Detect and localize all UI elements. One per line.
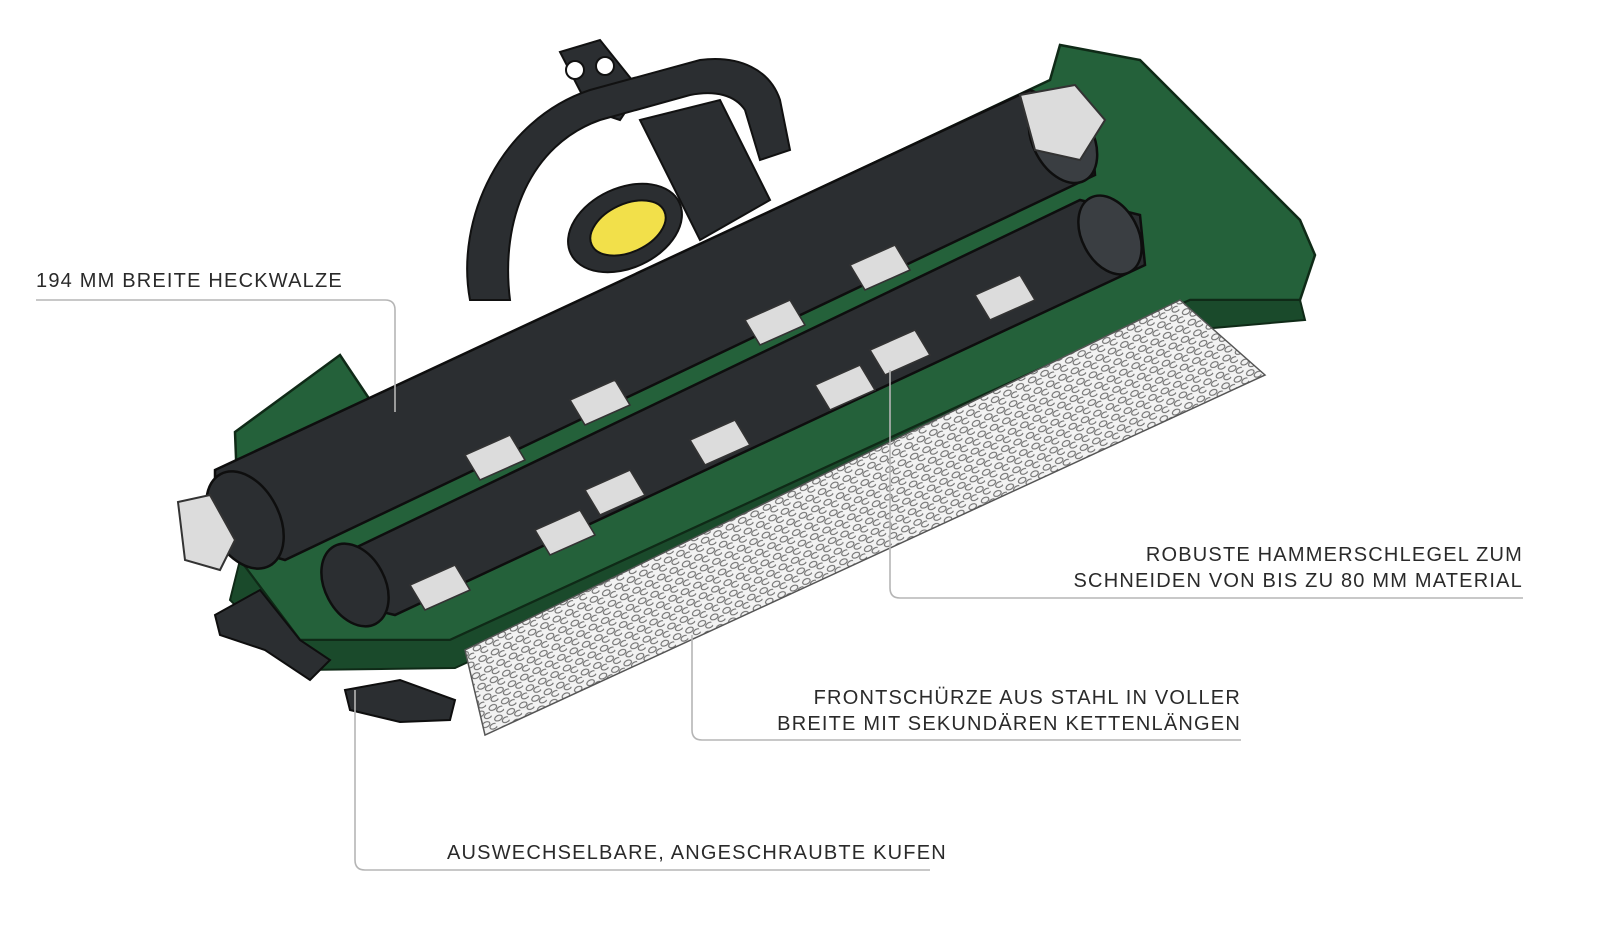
label-hammer-flails: ROBUSTE HAMMERSCHLEGEL ZUM SCHNEIDEN VON… xyxy=(1074,542,1523,594)
rotor-shaft xyxy=(320,194,1147,628)
label-front-apron-line1: FRONTSCHÜRZE AUS STAHL IN VOLLER xyxy=(813,687,1241,709)
label-skids-text: AUSWECHSELBARE, ANGESCHRAUBTE KUFEN xyxy=(447,842,947,864)
leader-line-front-apron xyxy=(691,635,1241,741)
label-hammer-flails-line1: ROBUSTE HAMMERSCHLEGEL ZUM xyxy=(1145,544,1523,566)
label-front-apron: FRONTSCHÜRZE AUS STAHL IN VOLLER BREITE … xyxy=(777,685,1241,737)
leader-line-skids xyxy=(354,690,930,871)
label-skids: AUSWECHSELBARE, ANGESCHRAUBTE KUFEN xyxy=(447,840,947,866)
leader-lines xyxy=(36,299,1523,871)
label-rear-roller-text: 194 MM BREITE HECKWALZE xyxy=(36,270,343,292)
leader-line-hammer-flails xyxy=(889,370,1523,599)
label-rear-roller: 194 MM BREITE HECKWALZE xyxy=(36,268,343,294)
skids xyxy=(213,588,457,724)
rear-roller xyxy=(176,83,1107,572)
label-hammer-flails-line2: SCHNEIDEN VON BIS ZU 80 MM MATERIAL xyxy=(1073,570,1523,592)
three-point-hitch xyxy=(466,38,792,301)
label-front-apron-line2: BREITE MIT SEKUNDÄREN KETTENLÄNGEN xyxy=(777,713,1241,735)
leader-line-rear-roller xyxy=(36,299,396,412)
front-chain-apron xyxy=(464,299,1267,737)
hammer-flails xyxy=(408,243,1037,612)
